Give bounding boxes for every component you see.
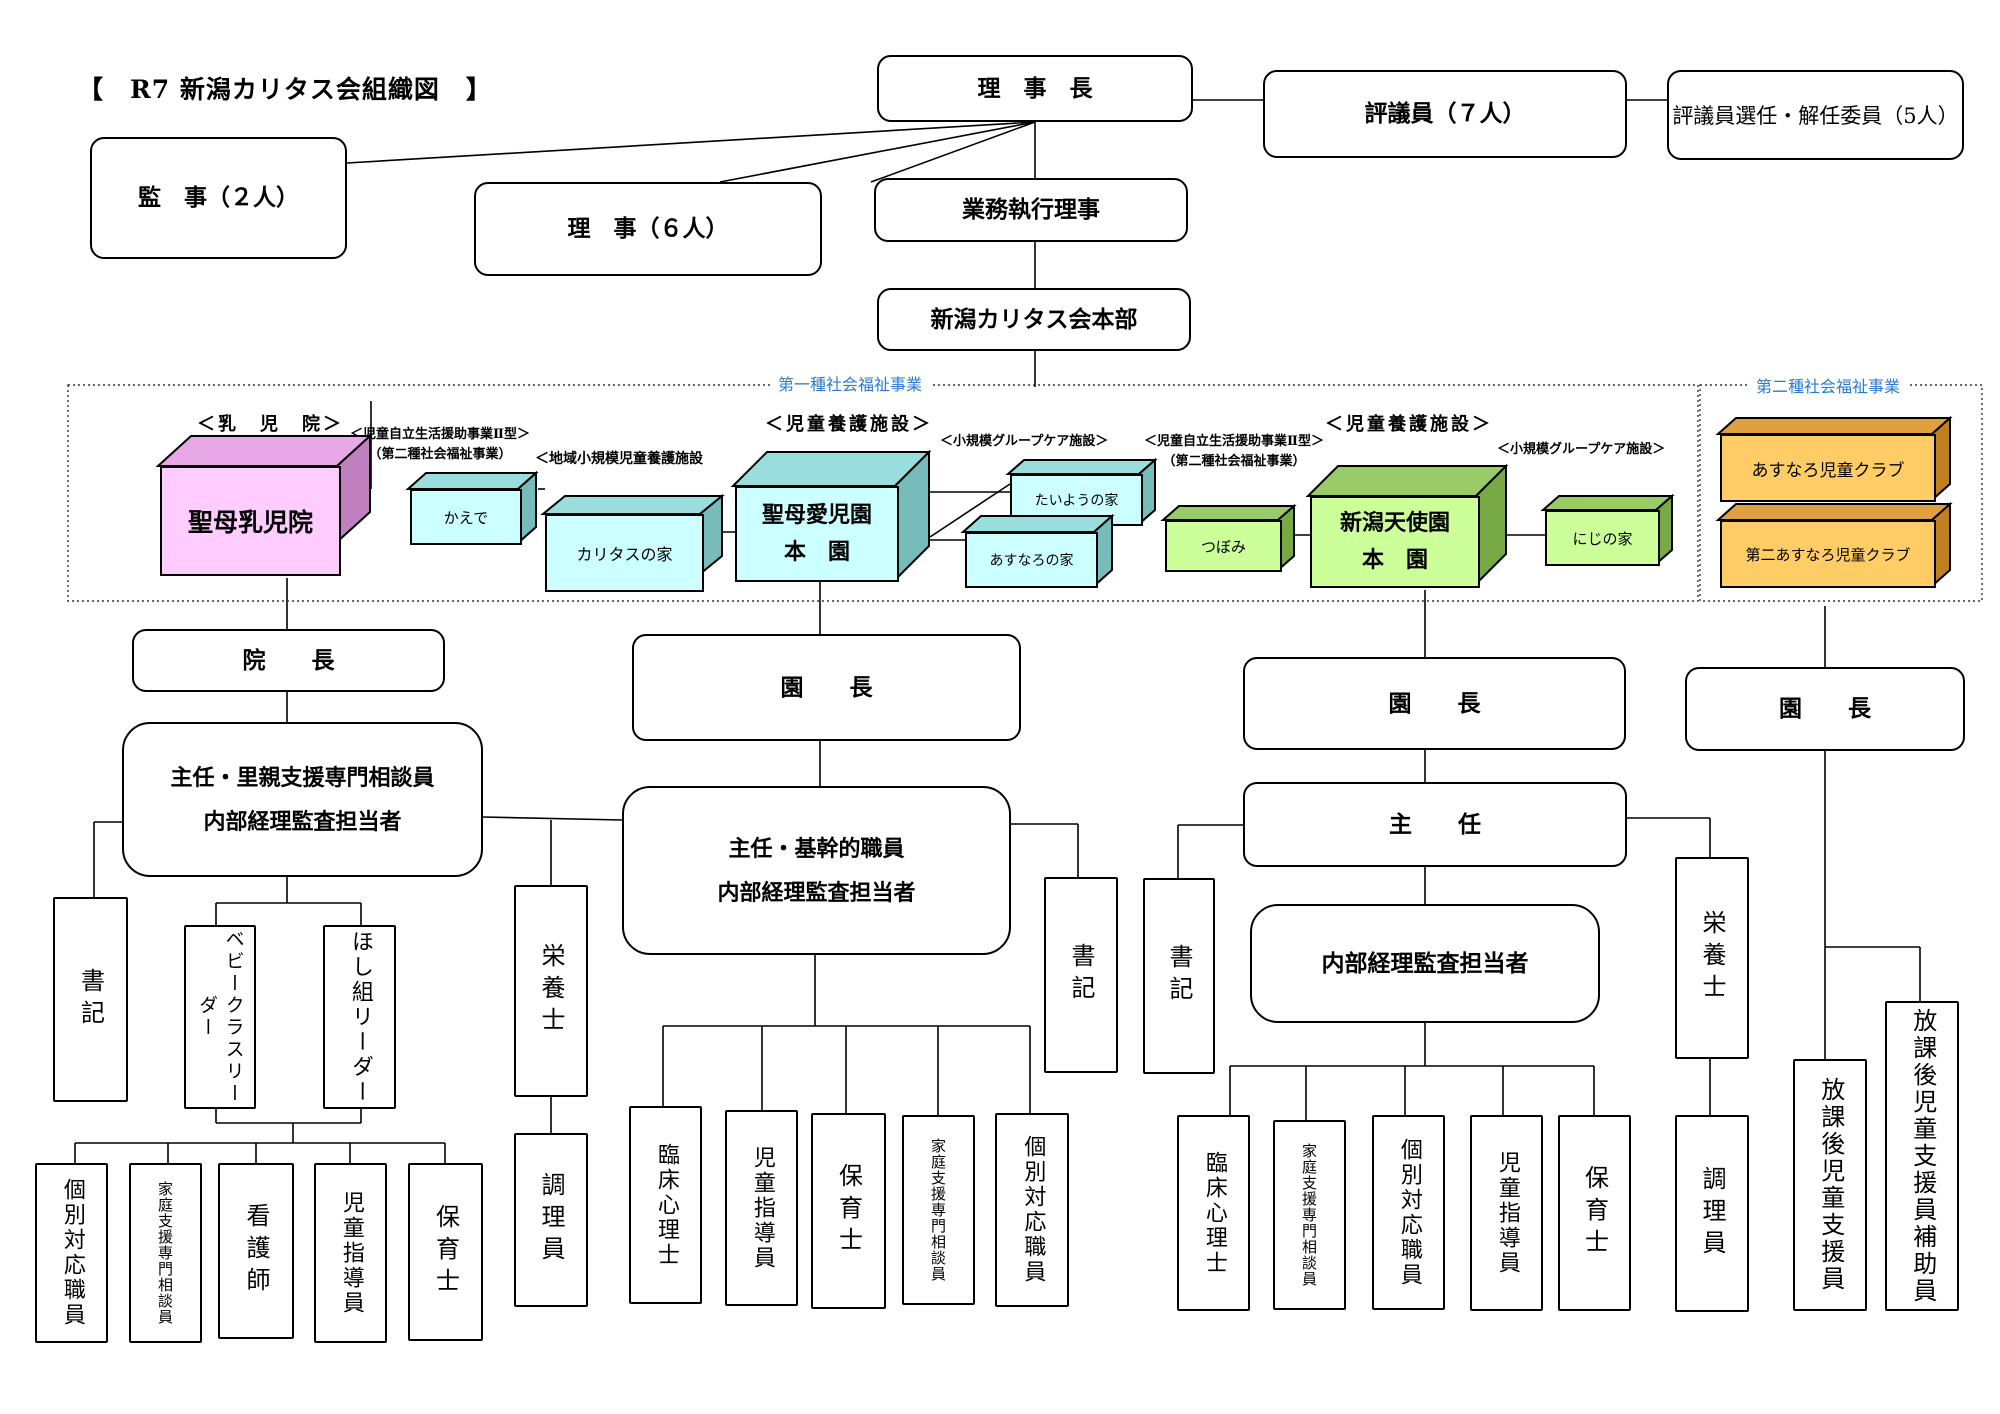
tenshi-staff-4: 児童指導員 xyxy=(1470,1115,1543,1311)
tenshi-cook-box: 調理員 xyxy=(1675,1115,1749,1312)
club-director-box: 園 長 xyxy=(1685,667,1965,751)
tenshi-staff-2: 家庭支援専門相談員 xyxy=(1273,1120,1346,1310)
taiyou-label: たいようの家 xyxy=(1034,493,1119,509)
tenshi-staff-5: 保育士 xyxy=(1558,1115,1631,1311)
infant-staff-2: 家庭支援専門相談員 xyxy=(129,1163,202,1343)
seibo-staff-5: 個別対応職員 xyxy=(995,1113,1069,1307)
infant-chief-line2: 内部経理監査担当者 xyxy=(203,808,402,835)
cube-face xyxy=(1720,434,1936,502)
cube-face xyxy=(410,489,522,545)
caritas-house-label: カリタスの家 xyxy=(576,545,673,564)
tenshi-clerk-box: 書記 xyxy=(1143,878,1215,1074)
seibo-name: 聖母愛児園 xyxy=(761,501,872,528)
tenshi-name: 新潟天使園 xyxy=(1339,509,1450,536)
cube-face xyxy=(1720,520,1936,588)
infant-nutritionist-box: 栄養士 xyxy=(514,885,588,1097)
cube-face xyxy=(1165,520,1282,572)
tenshi-label: 新潟天使園 本 園 xyxy=(1310,496,1480,588)
childcare-right-header: ＜児童養護施設＞ xyxy=(1325,414,1493,435)
support-left-line1: ＜児童自立生活援助事業Ⅱ型＞ xyxy=(350,427,530,442)
seibo-clerk-box: 書記 xyxy=(1044,877,1118,1073)
infant-staff-4: 児童指導員 xyxy=(314,1163,387,1343)
hq-box: 新潟カリタス会本部 xyxy=(877,288,1191,351)
seibo-chief-box: 主任・基幹的職員 内部経理監査担当者 xyxy=(622,786,1011,955)
chairman-box: 理 事 長 xyxy=(877,55,1193,122)
cube-face xyxy=(1545,510,1660,566)
cube-face xyxy=(735,486,899,582)
infant-director-box: 院 長 xyxy=(132,629,445,692)
tenshi-auditor-box: 内部経理監査担当者 xyxy=(1250,904,1600,1023)
cube-shape xyxy=(405,470,539,546)
cube-shape xyxy=(1005,457,1158,527)
childcare-left-header: ＜児童養護施設＞ xyxy=(765,414,933,435)
club1-label: あすなろ児童クラブ xyxy=(1751,460,1905,481)
section-label-second: 第二種社会福祉事業 xyxy=(1748,373,1909,397)
infant-clerk-box: 書記 xyxy=(53,897,128,1102)
auditors-box: 監 事（２人） xyxy=(90,137,347,259)
support-right-line1: ＜児童自立生活援助事業Ⅱ型＞ xyxy=(1144,434,1324,449)
infant-home-label: 聖母乳児院 xyxy=(187,508,313,537)
kaede-label: かえで xyxy=(443,508,489,527)
infant-cook-box: 調理員 xyxy=(514,1133,588,1307)
tenshi-nutritionist-box: 栄養士 xyxy=(1675,857,1749,1059)
cube-shape xyxy=(960,513,1115,589)
directors-box: 理 事（６人） xyxy=(474,182,822,276)
tenshi-staff-3: 個別対応職員 xyxy=(1372,1115,1445,1310)
tenshi-main: 本 園 xyxy=(1361,547,1428,573)
seibo-director-box: 園 長 xyxy=(632,634,1021,741)
seibo-label: 聖母愛児園 本 園 xyxy=(735,486,899,582)
group-care-right-label: ＜小規模グループケア施設＞ xyxy=(1497,442,1666,457)
asunaro-house-label: あすなろの家 xyxy=(989,553,1074,569)
baby-leader-box: ベビークラスリーダー xyxy=(184,925,256,1109)
cube-face xyxy=(160,466,341,576)
councilors-box: 評議員（７人） xyxy=(1263,70,1627,158)
executive-director-box: 業務執行理事 xyxy=(874,178,1188,242)
tenshi-chief-box: 主 任 xyxy=(1243,782,1627,867)
cube-face xyxy=(545,514,704,592)
infant-chief-line1: 主任・里親支援専門相談員 xyxy=(170,764,435,791)
niji-label: にじの家 xyxy=(1572,529,1633,548)
seibo-staff-4: 家庭支援専門相談員 xyxy=(902,1115,975,1305)
regional-small-label: ＜地域小規模児童養護施設 xyxy=(535,451,703,467)
tenshi-staff-1: 臨床心理士 xyxy=(1177,1115,1250,1311)
infant-chief-box: 主任・里親支援専門相談員 内部経理監査担当者 xyxy=(122,722,483,877)
support-left-label: ＜児童自立生活援助事業Ⅱ型＞ （第二種社会福祉事業） xyxy=(350,425,530,464)
support-right-label: ＜児童自立生活援助事業Ⅱ型＞ （第二種社会福祉事業） xyxy=(1144,432,1324,471)
seibo-staff-1: 臨床心理士 xyxy=(629,1106,702,1304)
cube-shape xyxy=(1305,463,1509,587)
club-staff-1: 放課後児童支援員 xyxy=(1793,1059,1867,1311)
club-staff-2: 放課後児童支援員補助員 xyxy=(1885,1001,1959,1311)
hoshi-leader-box: ほし組リーダー xyxy=(323,925,396,1109)
infant-staff-5: 保育士 xyxy=(408,1163,483,1341)
selection-committee-box: 評議員選任・解任委員（5人） xyxy=(1667,70,1964,160)
support-left-line2: （第二種社会福祉事業） xyxy=(368,446,512,462)
seibo-main: 本 園 xyxy=(783,539,850,565)
cube-face xyxy=(965,532,1098,588)
support-right-line2: （第二種社会福祉事業） xyxy=(1162,453,1306,469)
infant-staff-3: 看護師 xyxy=(218,1163,294,1339)
group-care-left-label: ＜小規模グループケア施設＞ xyxy=(940,434,1109,449)
infant-staff-1: 個別対応職員 xyxy=(35,1163,108,1343)
seibo-chief-line2: 内部経理監査担当者 xyxy=(717,879,916,906)
seibo-staff-2: 児童指導員 xyxy=(725,1110,798,1306)
infant-home-header: ＜乳 児 院＞ xyxy=(197,414,344,435)
seibo-chief-line1: 主任・基幹的職員 xyxy=(728,835,905,862)
section-label-first: 第一種社会福祉事業 xyxy=(770,371,931,395)
tenshi-director-box: 園 長 xyxy=(1243,657,1626,750)
cube-face xyxy=(1310,496,1480,588)
tsubomi-label: つぼみ xyxy=(1200,537,1246,556)
chart-title: 【 R7 新潟カリタス会組織図 】 xyxy=(78,75,492,104)
seibo-staff-3: 保育士 xyxy=(811,1113,886,1309)
club2-label: 第二あすなろ児童クラブ xyxy=(1745,545,1911,564)
